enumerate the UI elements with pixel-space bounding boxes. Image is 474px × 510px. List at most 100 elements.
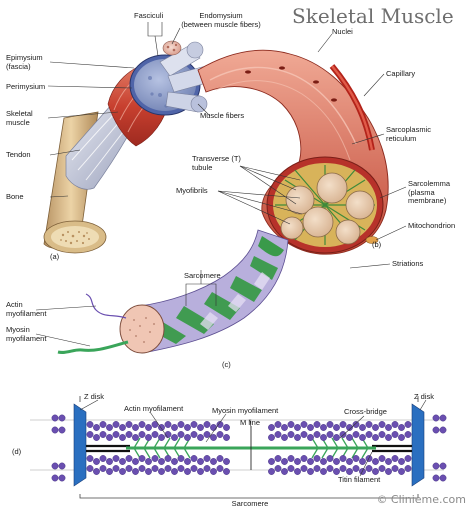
actin-bead xyxy=(333,468,340,475)
actin-bead xyxy=(281,458,288,465)
actin-bead xyxy=(190,455,198,462)
actin-bead xyxy=(439,414,447,422)
actin-bead xyxy=(216,431,224,438)
panel-label-d: (d) xyxy=(12,447,22,456)
actin-bead xyxy=(372,424,379,431)
actin-bead xyxy=(326,431,334,438)
actin-bead xyxy=(300,465,308,472)
actin-bead xyxy=(112,455,120,462)
actin-bead xyxy=(326,465,334,472)
actin-bead xyxy=(333,424,340,431)
z-disk-right-shape xyxy=(411,403,425,487)
actin-bead xyxy=(313,421,321,428)
actin-bead xyxy=(294,458,301,465)
actin-bead xyxy=(313,431,321,438)
actin-bead xyxy=(281,468,288,475)
label-endomysium: Endomysium(between muscle fibers) xyxy=(181,11,261,29)
actin-bead xyxy=(333,458,340,465)
actin-bead xyxy=(125,455,133,462)
actin-bead xyxy=(359,458,366,465)
actin-bead xyxy=(93,458,100,465)
actin-bead xyxy=(404,431,412,438)
label-cross-bridge: Cross-bridge xyxy=(344,407,387,416)
actin-bead xyxy=(145,458,152,465)
actin-bead xyxy=(320,424,327,431)
actin-bead xyxy=(216,465,224,472)
actin-bead xyxy=(391,421,399,428)
actin-bead xyxy=(307,434,314,441)
actin-bead xyxy=(171,434,178,441)
actin-bead xyxy=(164,455,172,462)
label-m-line: M line xyxy=(240,418,261,427)
actin-bead xyxy=(378,421,386,428)
actin-bead xyxy=(184,424,191,431)
actin-bead xyxy=(145,468,152,475)
actin-bead xyxy=(378,431,386,438)
actin-bead xyxy=(223,458,230,465)
actin-bead xyxy=(86,465,94,472)
label-striations: Striations xyxy=(392,259,424,268)
label-muscle-fibers: Muscle fibers xyxy=(200,111,245,120)
actin-bead xyxy=(210,424,217,431)
actin-bead xyxy=(106,434,113,441)
actin-bead xyxy=(346,434,353,441)
actin-bead xyxy=(171,468,178,475)
actin-bead xyxy=(177,455,185,462)
actin-bead xyxy=(346,458,353,465)
actin-bead xyxy=(138,421,146,428)
actin-bead xyxy=(307,424,314,431)
actin-bead xyxy=(99,431,107,438)
actin-bead xyxy=(106,458,113,465)
actin-bead xyxy=(313,465,321,472)
actin-bead xyxy=(132,458,139,465)
actin-bead xyxy=(210,458,217,465)
actin-bead xyxy=(385,424,392,431)
actin-bead xyxy=(112,465,120,472)
actin-bead xyxy=(125,465,133,472)
actin-bead xyxy=(385,458,392,465)
z-disk-left-shape xyxy=(73,403,87,487)
actin-bead xyxy=(372,458,379,465)
actin-strand xyxy=(85,293,127,319)
actin-bead xyxy=(378,455,386,462)
actin-bead xyxy=(151,421,159,428)
actin-bead xyxy=(268,468,275,475)
actin-bead xyxy=(398,458,405,465)
actin-bead xyxy=(99,421,107,428)
actin-bead xyxy=(151,465,159,472)
z-disk-ticks xyxy=(79,396,419,402)
actin-bead xyxy=(151,431,159,438)
actin-bead xyxy=(287,431,295,438)
actin-bead xyxy=(391,465,399,472)
actin-bead xyxy=(398,468,405,475)
actin-bead xyxy=(203,455,211,462)
page-title: Skeletal Muscle xyxy=(292,4,454,28)
actin-bead xyxy=(210,434,217,441)
label-z-disk-right: Z disk xyxy=(414,392,435,401)
actin-bead xyxy=(339,465,347,472)
actin-bead xyxy=(190,431,198,438)
actin-bead xyxy=(138,431,146,438)
actin-bead xyxy=(197,434,204,441)
actin-bead xyxy=(119,434,126,441)
actin-bead xyxy=(138,465,146,472)
actin-bead xyxy=(197,468,204,475)
actin-bead xyxy=(132,424,139,431)
actin-bead xyxy=(307,458,314,465)
actin-bead xyxy=(203,421,211,428)
actin-bead xyxy=(404,455,412,462)
actin-bead xyxy=(268,458,275,465)
label-mitochondrion: Mitochondrion xyxy=(408,221,456,230)
actin-bead xyxy=(352,421,360,428)
actin-bead xyxy=(359,434,366,441)
actin-bead xyxy=(432,414,440,422)
actin-bead xyxy=(177,421,185,428)
actin-bead xyxy=(99,465,107,472)
actin-bead xyxy=(300,431,308,438)
actin-bead xyxy=(287,465,295,472)
actin-bead xyxy=(365,421,373,428)
actin-bead xyxy=(58,474,66,482)
actin-bead xyxy=(190,465,198,472)
